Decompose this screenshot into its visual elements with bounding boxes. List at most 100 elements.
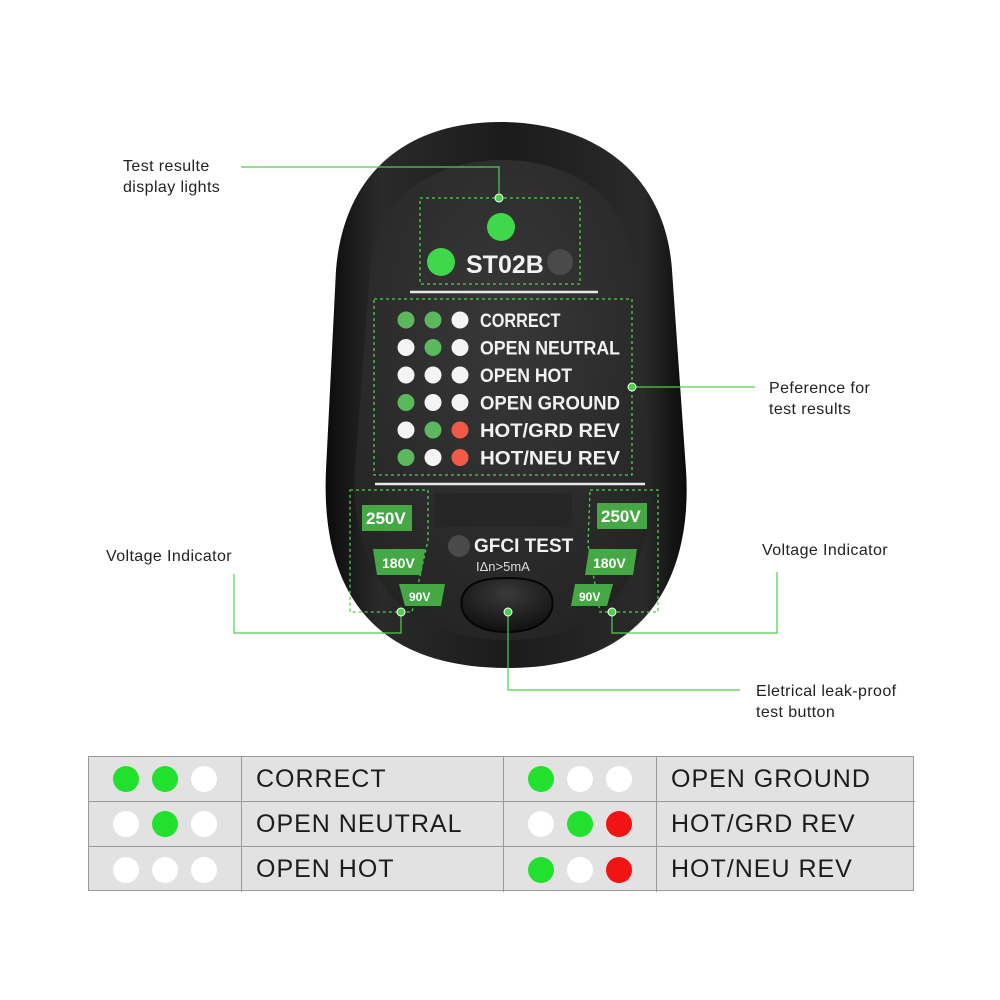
callout-display-lights: Test resulte display lights — [123, 156, 220, 198]
legend-light-green — [113, 766, 139, 792]
voltage-right-180-label: 180V — [593, 555, 626, 571]
legend-light-white — [528, 811, 554, 837]
status-row-label: CORRECT — [480, 311, 561, 332]
status-light-white — [397, 339, 415, 356]
voltage-left-250-label: 250V — [366, 509, 406, 528]
callout-test-button: Eletrical leak-proof test button — [756, 681, 897, 723]
legend-lights-cell — [89, 757, 242, 802]
legend-lights-cell — [504, 757, 657, 802]
callout-voltage-left-text: Voltage Indicator — [106, 548, 232, 565]
legend-light-green — [152, 811, 178, 837]
callout-reference-line1: Peference for — [769, 380, 871, 397]
callout-test-button-line1: Eletrical leak-proof — [756, 683, 897, 700]
socket-tester-device: ST02B CORRECT OPEN NEUTRAL OPEN HOT OPEN GR… — [325, 122, 687, 668]
model-label: ST02B — [466, 251, 544, 279]
legend-light-red — [606, 811, 632, 837]
legend-light-white — [567, 856, 593, 883]
reference-frame — [373, 298, 633, 476]
legend-label-cell: OPEN NEUTRAL — [242, 802, 504, 847]
status-light-white — [451, 311, 469, 329]
line-voltage-right — [611, 572, 778, 634]
callout-reference: Peference for test results — [769, 378, 870, 420]
status-light-white — [451, 394, 469, 411]
legend-light-green — [528, 766, 554, 792]
status-light-green — [424, 339, 442, 356]
voltage-right-180-badge — [585, 549, 637, 575]
status-light-white — [451, 339, 469, 356]
legend-light-green — [152, 766, 178, 792]
device-face — [354, 160, 652, 640]
legend-lights-cell — [504, 847, 657, 892]
callout-dot-voltage-right — [607, 607, 617, 617]
display-light-right-off — [547, 249, 573, 275]
voltage-left-90-badge — [399, 584, 445, 606]
legend-lights-cell — [89, 847, 242, 892]
legend-light-red — [606, 856, 632, 883]
callout-voltage-left: Voltage Indicator — [106, 546, 232, 567]
voltage-left-250-badge — [362, 505, 412, 531]
voltage-right-90-label: 90V — [579, 590, 600, 604]
voltage-left-180-badge — [373, 549, 425, 575]
legend-light-white — [606, 766, 632, 792]
legend-lights-cell — [504, 802, 657, 847]
callout-display-lights-line1: Test resulte — [123, 158, 210, 175]
legend-light-white — [191, 856, 217, 883]
line-display-lights — [241, 166, 500, 198]
callout-voltage-right-text: Voltage Indicator — [762, 542, 888, 559]
status-light-green — [397, 311, 415, 329]
line-voltage-left — [233, 574, 402, 634]
status-light-green — [397, 394, 415, 411]
legend-light-white — [191, 811, 217, 837]
status-row-label: OPEN HOT — [480, 366, 572, 387]
status-light-red — [451, 421, 469, 439]
callout-display-lights-line2: display lights — [123, 179, 221, 196]
legend-light-white — [191, 766, 217, 792]
status-light-green — [424, 311, 442, 329]
status-rows: CORRECT OPEN NEUTRAL OPEN HOT OPEN GROUND HO… — [397, 311, 620, 470]
line-test-button — [507, 612, 740, 691]
voltage-left-frame — [349, 489, 429, 613]
legend-light-white — [113, 856, 139, 883]
legend-light-green — [567, 811, 593, 837]
voltage-right-90-badge — [571, 584, 613, 606]
voltage-right-frame — [587, 489, 659, 613]
voltage-left-180-label: 180V — [382, 555, 415, 571]
legend-label-cell: HOT/GRD REV — [657, 802, 915, 847]
status-light-white — [424, 449, 442, 466]
legend-label-cell: CORRECT — [242, 757, 504, 802]
status-light-white — [424, 394, 442, 411]
status-light-green — [397, 449, 415, 466]
legend-light-white — [113, 811, 139, 837]
gfci-test-button[interactable] — [460, 576, 554, 634]
legend-lights-cell — [89, 802, 242, 847]
callout-dot-display — [494, 193, 504, 203]
legend-light-white — [567, 766, 593, 792]
status-row-label: HOT/GRD REV — [480, 421, 620, 442]
status-light-white — [451, 366, 469, 384]
status-row-label: HOT/NEU REV — [480, 449, 620, 470]
status-light-white — [397, 421, 415, 439]
status-row-label: OPEN GROUND — [480, 394, 620, 415]
gfci-indicator-light — [448, 535, 470, 557]
display-window — [434, 493, 572, 527]
voltage-right-250-label: 250V — [601, 507, 641, 526]
legend-label-cell: HOT/NEU REV — [671, 855, 853, 883]
legend-light-green — [528, 856, 554, 883]
callout-reference-line2: test results — [769, 401, 852, 418]
display-light-left-green — [427, 248, 455, 276]
callout-dot-reference — [627, 382, 637, 392]
callout-dot-voltage-left — [396, 607, 406, 617]
callout-test-button-line2: test button — [756, 704, 836, 721]
gfci-spec-label: IΔn>5mA — [476, 559, 530, 574]
display-light-top-green — [487, 213, 515, 241]
callout-dot-test-button — [503, 607, 513, 617]
voltage-left-90-label: 90V — [409, 590, 430, 604]
status-light-red — [451, 449, 469, 466]
status-light-white — [424, 366, 442, 384]
status-row-label: OPEN NEUTRAL — [480, 339, 620, 360]
callout-lines — [233, 166, 778, 691]
status-light-white — [397, 366, 415, 384]
legend-label-cell: OPEN HOT — [242, 847, 504, 892]
gfci-test-label: GFCI TEST — [474, 536, 574, 557]
